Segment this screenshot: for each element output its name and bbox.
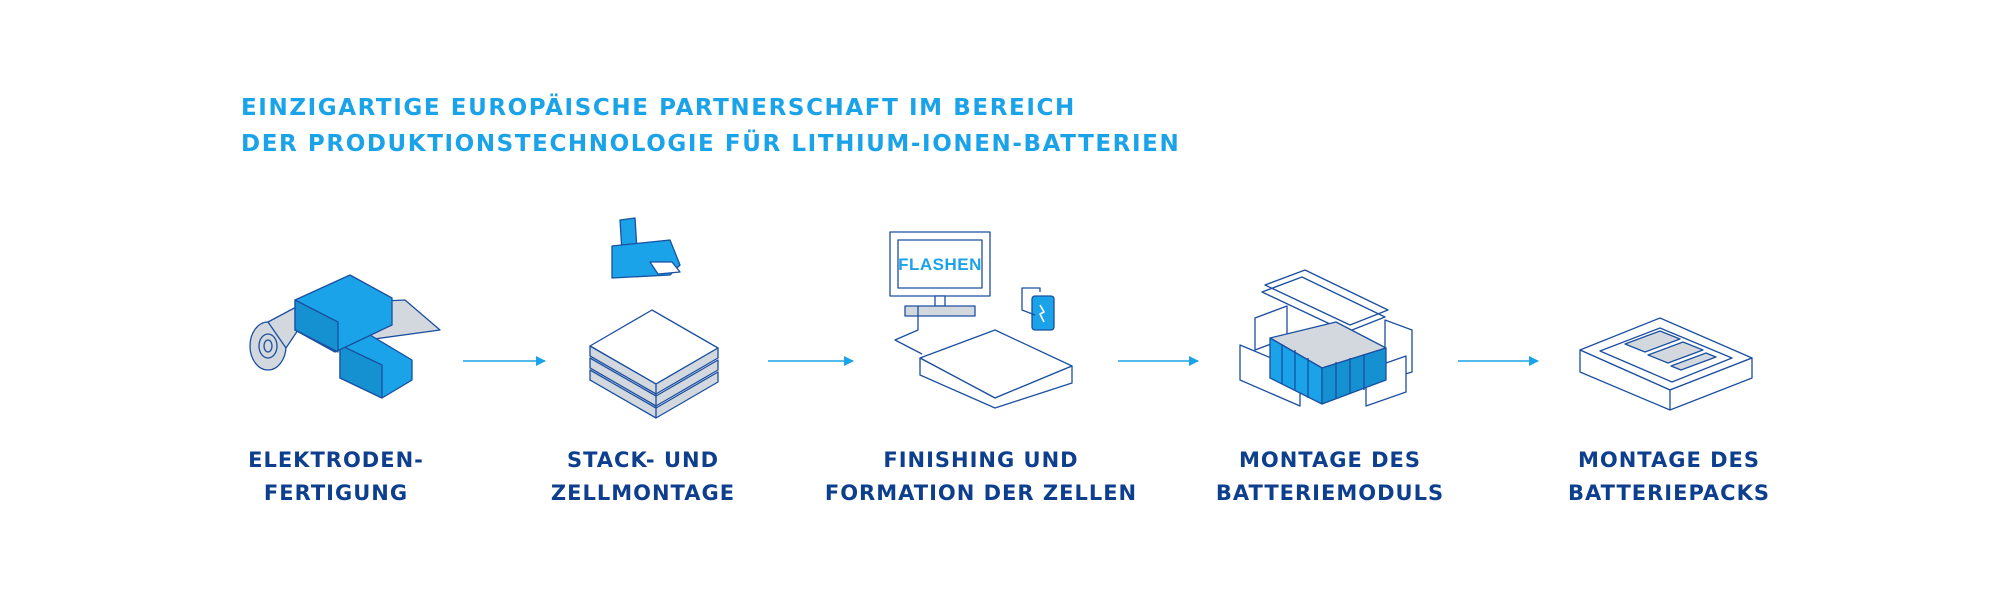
battery-module-icon (1239, 269, 1413, 407)
step-label-line-2: FORMATION DER ZELLEN (824, 481, 1138, 505)
step-label-stack: STACK- UND ZELLMONTAGE (473, 444, 813, 510)
step-label-line-1: FINISHING UND (883, 448, 1079, 472)
step-label-line-1: MONTAGE DES (1577, 448, 1761, 472)
monitor-cell-formation-icon (889, 231, 1073, 409)
step-label-module: MONTAGE DES BATTERIEMODULS (1160, 444, 1500, 510)
step-label-line-2: BATTERIEPACKS (1568, 481, 1770, 505)
cell-stack-gripper-icon (589, 217, 719, 419)
step-label-line-2: ZELLMONTAGE (550, 481, 736, 505)
headline-line-2: DER PRODUKTIONSTECHNOLOGIE FÜR LITHIUM-I… (241, 131, 1181, 157)
step-label-line-2: BATTERIEMODULS (1215, 481, 1445, 505)
step-label-line-1: STACK- UND (566, 448, 720, 472)
step-label-line-2: FERTIGUNG (263, 481, 409, 505)
step-label-line-1: MONTAGE DES (1238, 448, 1422, 472)
battery-pack-icon (1579, 317, 1753, 411)
step-label-electrode: ELEKTRODEN- FERTIGUNG (166, 444, 506, 510)
electrode-roll-press-icon (249, 274, 441, 399)
headline: EINZIGARTIGE EUROPÄISCHE PARTNERSCHAFT I… (241, 90, 1180, 162)
step-label-pack: MONTAGE DES BATTERIEPACKS (1499, 444, 1839, 510)
step-label-finishing: FINISHING UND FORMATION DER ZELLEN (811, 444, 1151, 510)
step-label-line-1: ELEKTRODEN- (248, 448, 424, 472)
monitor-text: FLASHEN (898, 255, 982, 274)
headline-line-1: EINZIGARTIGE EUROPÄISCHE PARTNERSCHAFT I… (241, 95, 1076, 121)
